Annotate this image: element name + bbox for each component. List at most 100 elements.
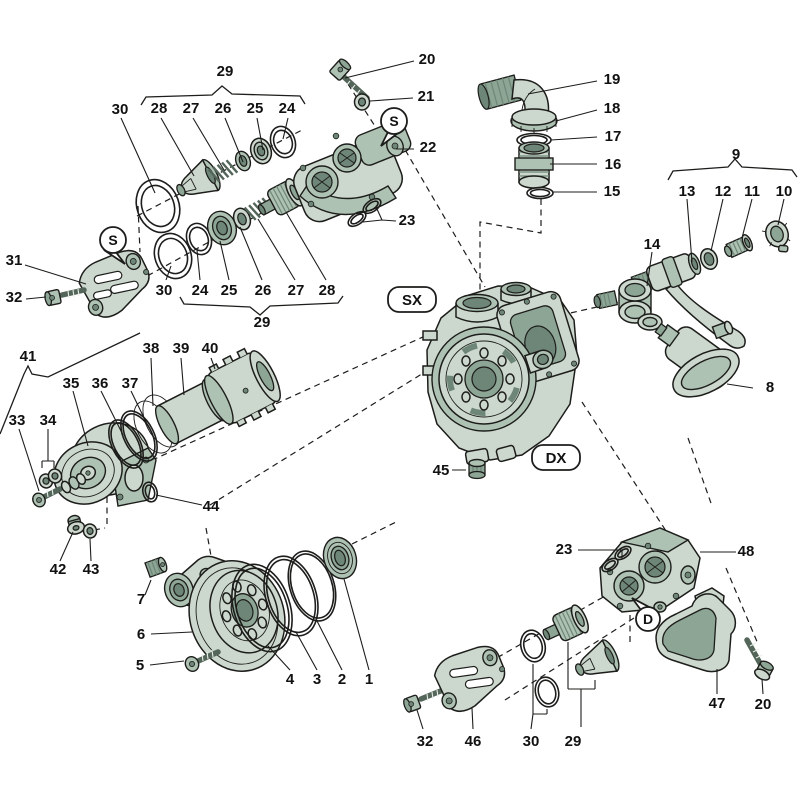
part-30-oring (135, 178, 181, 234)
callout-5: 5 (136, 657, 144, 674)
part-27-spring (207, 159, 239, 183)
part-30-oring-bottom-2 (534, 676, 560, 708)
part-23-orings-bottom (601, 545, 632, 573)
part-48-manifold (599, 527, 701, 613)
part-33-bolt (32, 473, 87, 508)
part-15-oring (526, 186, 554, 200)
part-25-seat (249, 137, 273, 165)
pump-small-port (523, 349, 554, 374)
callout-25-low: 25 (221, 282, 238, 299)
d-marker-bottom: D (631, 597, 661, 632)
part-20-bolt-bottom (744, 637, 774, 681)
s-marker-top-label: S (389, 113, 398, 129)
part-29-valve-bottom-2 (574, 638, 620, 676)
part-44-oring (141, 481, 159, 503)
part-6-bearing-cover (163, 555, 286, 672)
callout-25-top: 25 (247, 100, 264, 117)
callout-1: 1 (365, 671, 373, 688)
callout-28-low: 28 (319, 282, 336, 299)
callout-19: 19 (604, 71, 621, 88)
pump-foot (495, 444, 517, 463)
callout-37: 37 (122, 375, 139, 392)
callout-labels: 29 30 28 27 26 25 24 30 24 25 26 27 28 2… (6, 51, 793, 750)
callout-22: 22 (420, 139, 437, 156)
callout-47: 47 (709, 695, 726, 712)
callout-27-top: 27 (183, 100, 200, 117)
callout-24-low: 24 (192, 282, 209, 299)
callout-16: 16 (605, 156, 622, 173)
callout-29-bottom: 29 (565, 733, 582, 750)
part-34-washers (38, 468, 63, 489)
dx-label: DX (546, 450, 567, 467)
part-22-manifold (293, 120, 412, 223)
part-3-ring (263, 555, 319, 637)
callout-32-bottom: 32 (417, 733, 434, 750)
s-marker-left-label: S (108, 232, 117, 248)
part-12-washer (699, 248, 719, 270)
part-23-orings-top (347, 197, 382, 228)
callout-9-group: 9 (732, 146, 740, 163)
callout-30-top: 30 (112, 101, 129, 118)
callout-31: 31 (6, 252, 23, 269)
callout-12: 12 (715, 183, 732, 200)
callout-38: 38 (143, 340, 160, 357)
callout-15: 15 (604, 183, 621, 200)
callout-43: 43 (83, 561, 100, 578)
callout-32: 32 (6, 289, 23, 306)
part-32-bolt (44, 287, 87, 307)
callout-29-top-group: 29 (217, 63, 234, 80)
callout-7: 7 (137, 591, 145, 608)
callout-33: 33 (9, 412, 26, 429)
part-14-tee-fitting (593, 278, 663, 331)
callout-4: 4 (286, 671, 295, 688)
callout-36: 36 (92, 375, 109, 392)
part-32-bolt-bottom (403, 687, 446, 713)
part-1-oil-seal (322, 536, 358, 580)
callout-29-low-group: 29 (254, 314, 271, 331)
part-46-valve-cover (433, 645, 506, 713)
part-10-cap (761, 220, 791, 253)
callout-24-top: 24 (279, 100, 296, 117)
callout-41: 41 (20, 348, 37, 365)
part-21-washer (353, 93, 371, 111)
part-30-oring-bottom-1 (519, 629, 547, 663)
part-18-ring-nut (510, 108, 558, 134)
callout-11: 11 (744, 183, 760, 200)
part-36-ring (108, 419, 144, 469)
part-29-valve-bottom-1 (542, 604, 589, 642)
part-pump-body-illustration (422, 281, 580, 466)
part-28-valve-cone (176, 158, 221, 197)
part-41-accumulator-assembly (32, 347, 281, 508)
callout-27-low: 27 (288, 282, 305, 299)
callout-21: 21 (418, 88, 435, 105)
callout-17: 17 (605, 128, 622, 145)
callout-40: 40 (202, 340, 219, 357)
callout-8: 8 (766, 379, 774, 396)
callout-2: 2 (338, 671, 346, 688)
callout-39: 39 (173, 340, 190, 357)
pump-front-face (431, 326, 537, 432)
part-47-guard (655, 587, 737, 673)
part-7-plug (144, 556, 168, 578)
callout-34: 34 (40, 412, 57, 429)
part-40-ribbed-cap (203, 347, 281, 428)
callout-45: 45 (433, 462, 450, 479)
callout-6: 6 (137, 626, 145, 643)
s-marker-top: S (380, 107, 408, 147)
part-19-elbow-fitting (477, 74, 550, 117)
callout-35: 35 (63, 375, 80, 392)
d-marker-bottom-label: D (643, 611, 653, 627)
group-brackets (0, 85, 798, 435)
part-25-seat-low (206, 210, 238, 246)
part-24-oring (269, 125, 297, 159)
part-30-oring-low (153, 232, 193, 280)
callout-3: 3 (313, 671, 321, 688)
callout-23-top: 23 (399, 212, 416, 229)
callout-42: 42 (50, 561, 67, 578)
dx-label-box: DX (531, 444, 581, 471)
part-11-hose-barb (723, 234, 754, 259)
s-marker-left: S (99, 226, 127, 265)
part-26-ring-low (232, 207, 252, 231)
